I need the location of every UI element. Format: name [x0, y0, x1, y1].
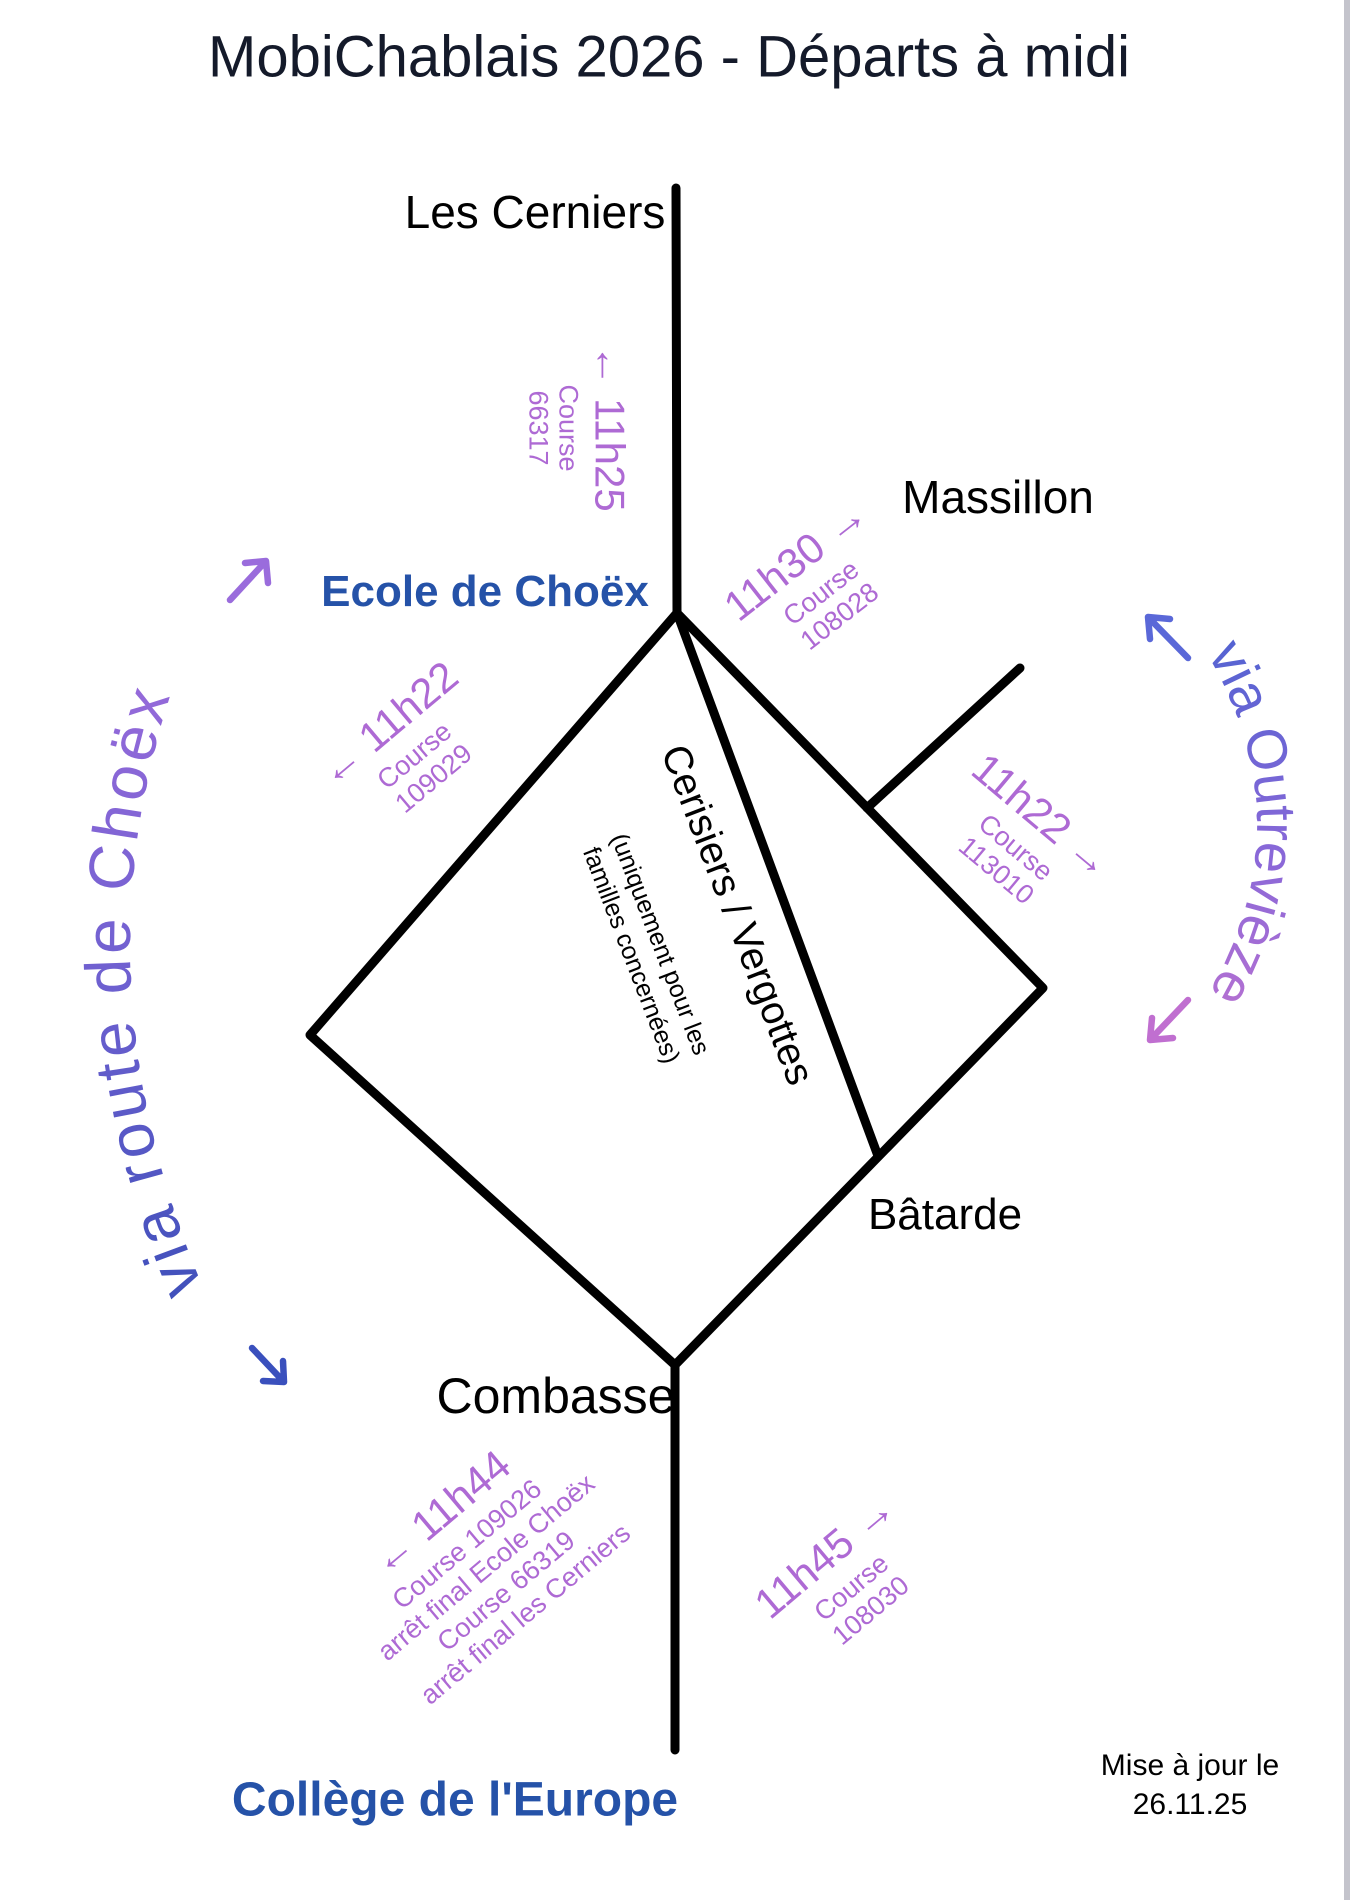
stop-combasse: Combasse — [436, 1368, 676, 1424]
course-number: 66317 — [522, 390, 553, 466]
update-note-date: 26.11.25 — [1132, 1788, 1248, 1821]
via-outrevieze-label: via Outrevièze — [1197, 629, 1309, 1017]
arrow-up-right-icon — [226, 557, 272, 604]
arrow-down-left-icon — [1146, 996, 1192, 1044]
via-route-de-choex-label: via route de Choëx — [72, 675, 216, 1308]
arrow-up-left-icon — [1144, 613, 1192, 662]
stop-college-europe: Collège de l'Europe — [231, 1773, 679, 1827]
window-right-edge — [1344, 0, 1350, 1900]
stop-ecole-de-choex: Ecole de Choëx — [321, 567, 649, 616]
stop-les-cerniers: Les Cerniers — [404, 186, 666, 238]
departure-les-cerniers: ← 11h25 Course 66317 — [522, 344, 634, 512]
course-label: Course — [553, 384, 584, 472]
page-title: MobiChablais 2026 - Départs à midi — [208, 24, 1130, 90]
update-note-label: Mise à jour le — [1100, 1749, 1280, 1782]
arrow-down-right-icon — [248, 1344, 288, 1386]
route-lines — [305, 183, 1048, 1755]
departure-time: ← 11h25 — [586, 344, 634, 512]
stop-batarde: Bâtarde — [867, 1190, 1023, 1239]
stop-massillon: Massillon — [902, 471, 1094, 523]
update-note: Mise à jour le 26.11.25 — [1101, 1746, 1279, 1824]
